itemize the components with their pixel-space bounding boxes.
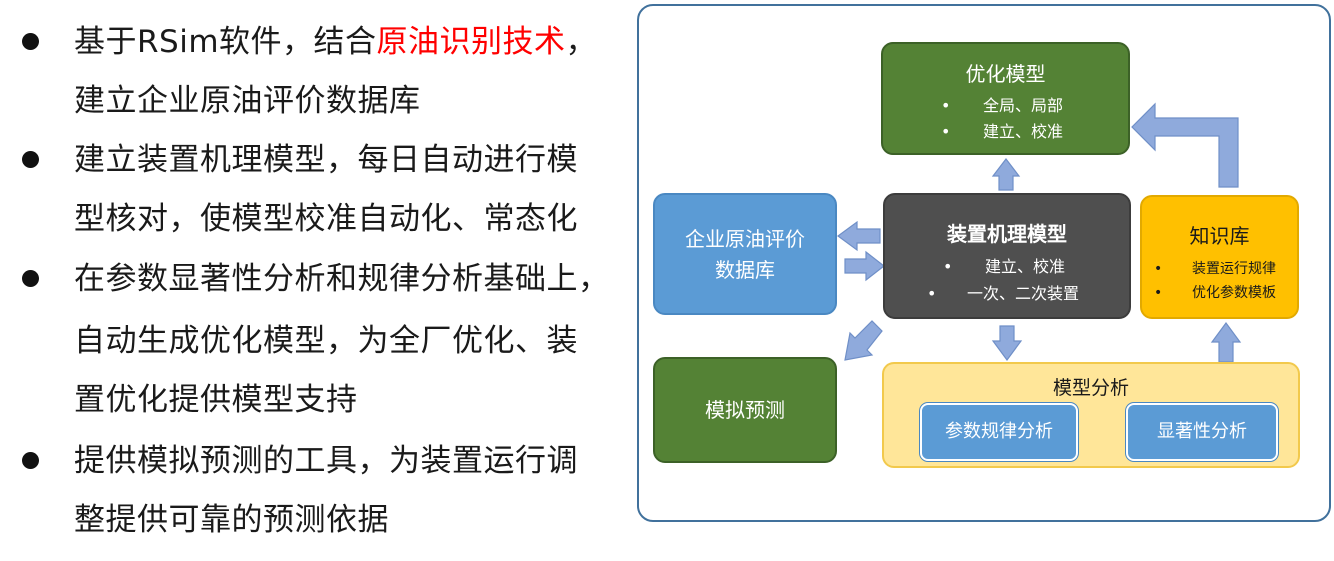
bullet-1-highlight: 原油识别技术 bbox=[376, 24, 566, 60]
arrow-diagonal-to-simulate bbox=[844, 320, 883, 361]
bullet-3-text-c: 置优化提供模型支持 bbox=[74, 382, 358, 418]
bullet-1-line-1: 基于RSim软件，结合原油识别技术， bbox=[74, 22, 597, 62]
bullet-2-text-a: 建立装置机理模型，每日自动进行模 bbox=[74, 142, 578, 178]
knowledge-item: 装置运行规律 bbox=[1192, 261, 1276, 277]
list-bullet: • bbox=[1154, 261, 1163, 277]
knowledge-base-title: 知识库 bbox=[1189, 224, 1250, 248]
list-bullet: • bbox=[941, 96, 951, 115]
mechanism-model-title: 装置机理模型 bbox=[947, 222, 1067, 246]
database-title-line-1: 企业原油评价 bbox=[685, 227, 805, 251]
optimize-item: 建立、校准 bbox=[983, 122, 1064, 141]
optimize-model-box: 优化模型 • 全局、局部 • 建立、校准 bbox=[881, 42, 1130, 155]
bullet-2-line-1: 建立装置机理模型，每日自动进行模 bbox=[74, 140, 578, 180]
arrow-down-to-analysis bbox=[991, 325, 1023, 362]
optimize-item: 全局、局部 bbox=[983, 96, 1064, 115]
arrow-elbow-to-optimize bbox=[1131, 102, 1239, 188]
model-analysis-title: 模型分析 bbox=[1052, 377, 1129, 399]
list-bullet: • bbox=[1154, 285, 1163, 301]
bullet-marker bbox=[22, 452, 39, 469]
bullet-2-text-b: 型核对，使模型校准自动化、常态化 bbox=[74, 201, 578, 237]
arrow-up-to-knowledge bbox=[1210, 321, 1242, 363]
bullet-4-line-2: 整提供可靠的预测依据 bbox=[74, 500, 389, 540]
model-analysis-box: 模型分析 参数规律分析 显著性分析 bbox=[882, 362, 1300, 468]
database-title-line-2: 数据库 bbox=[715, 258, 775, 282]
bullet-4-text-b: 整提供可靠的预测依据 bbox=[74, 502, 389, 538]
bullet-list: 基于RSim软件，结合原油识别技术， 建立企业原油评价数据库 建立装置机理模型，… bbox=[0, 0, 640, 561]
bullet-3-text-b: 自动生成优化模型，为全厂优化、装 bbox=[74, 323, 578, 359]
list-bullet: • bbox=[943, 257, 953, 276]
optimize-model-title: 优化模型 bbox=[965, 62, 1046, 86]
simulation-prediction-box: 模拟预测 bbox=[653, 357, 837, 463]
significance-analysis-box: 显著性分析 bbox=[1126, 403, 1278, 461]
arrow-up-to-optimize bbox=[991, 158, 1021, 191]
simulation-prediction-title: 模拟预测 bbox=[705, 398, 785, 422]
parameter-pattern-analysis-box: 参数规律分析 bbox=[920, 403, 1078, 461]
crude-evaluation-database-box: 企业原油评价 数据库 bbox=[653, 193, 837, 315]
bullet-2-line-2: 型核对，使模型校准自动化、常态化 bbox=[74, 199, 578, 239]
bullet-4-text-a: 提供模拟预测的工具，为装置运行调 bbox=[74, 443, 578, 479]
mechanism-model-box: 装置机理模型 • 建立、校准 • 一次、二次装置 bbox=[883, 193, 1131, 319]
bullet-4-line-1: 提供模拟预测的工具，为装置运行调 bbox=[74, 441, 578, 481]
bullet-3-line-2: 自动生成优化模型，为全厂优化、装 bbox=[74, 321, 578, 361]
bullet-1-text-c: 建立企业原油评价数据库 bbox=[74, 83, 421, 119]
mechanism-item: 建立、校准 bbox=[985, 257, 1066, 276]
knowledge-base-box: 知识库 • 装置运行规律 • 优化参数模板 bbox=[1140, 195, 1299, 319]
arrow-left-to-database bbox=[836, 220, 881, 252]
bullet-3-line-3: 置优化提供模型支持 bbox=[74, 380, 358, 420]
arrow-right-to-mechanism bbox=[844, 250, 885, 282]
bullet-marker bbox=[22, 270, 39, 287]
list-bullet: • bbox=[927, 284, 937, 303]
bullet-3-line-1: 在参数显著性分析和规律分析基础上， bbox=[74, 259, 610, 299]
bullet-3-text-a: 在参数显著性分析和规律分析基础上， bbox=[74, 261, 610, 297]
bullet-1-text-a: 基于RSim软件，结合 bbox=[74, 24, 377, 60]
bullet-1-line-2: 建立企业原油评价数据库 bbox=[74, 81, 421, 121]
list-bullet: • bbox=[941, 122, 951, 141]
bullet-1-text-b: ， bbox=[565, 24, 598, 60]
significance-analysis-label: 显著性分析 bbox=[1157, 421, 1247, 442]
parameter-pattern-analysis-label: 参数规律分析 bbox=[945, 421, 1053, 442]
mechanism-item: 一次、二次装置 bbox=[967, 284, 1080, 303]
bullet-marker bbox=[22, 151, 39, 168]
bullet-marker bbox=[22, 33, 39, 50]
knowledge-item: 优化参数模板 bbox=[1192, 285, 1276, 301]
